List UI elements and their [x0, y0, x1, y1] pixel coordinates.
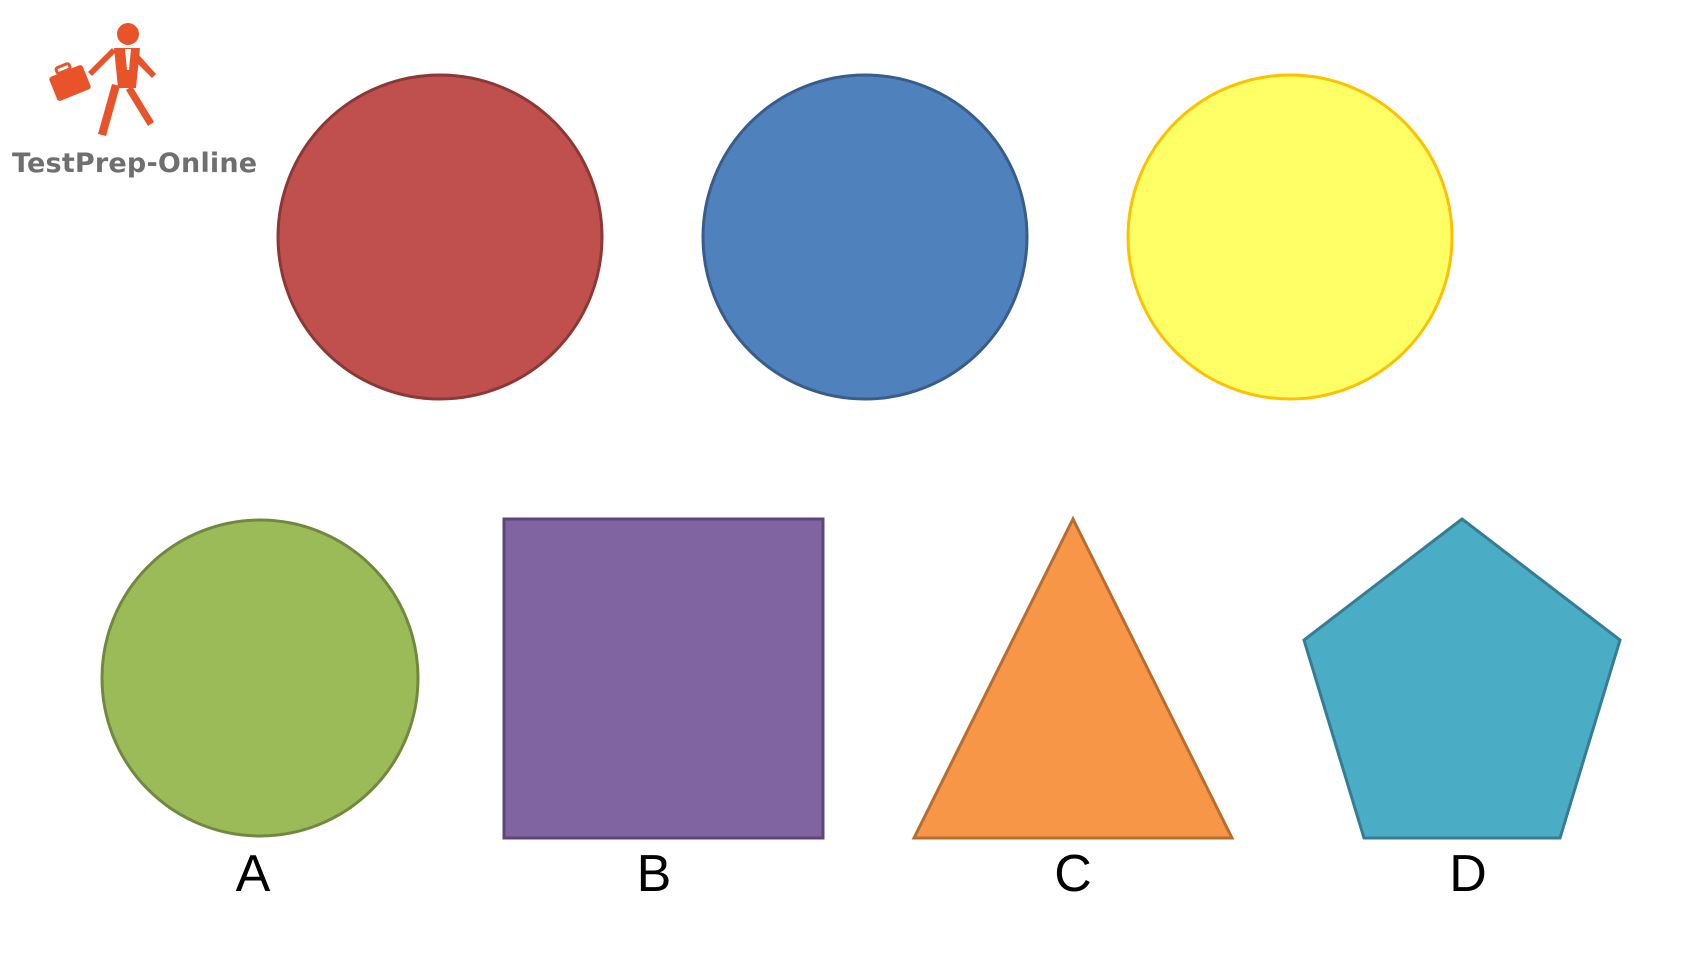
- question-shape-1: [276, 73, 604, 401]
- option-c-label[interactable]: C: [1054, 845, 1092, 903]
- option-d-label[interactable]: D: [1449, 845, 1487, 903]
- option-a-shape[interactable]: [100, 518, 420, 838]
- option-d-shape[interactable]: [1302, 517, 1622, 840]
- question-shape-3: [1126, 73, 1454, 401]
- option-b-shape[interactable]: [502, 517, 825, 840]
- option-b-label[interactable]: B: [636, 845, 672, 903]
- brand-name: TestPrep-Online: [12, 148, 258, 179]
- brand-logo: TestPrep-Online: [6, 18, 257, 179]
- running-businessman-icon: [49, 23, 156, 136]
- question-shape-2: [701, 73, 1029, 401]
- option-a-label[interactable]: A: [235, 845, 271, 903]
- option-c-shape[interactable]: [911, 515, 1235, 840]
